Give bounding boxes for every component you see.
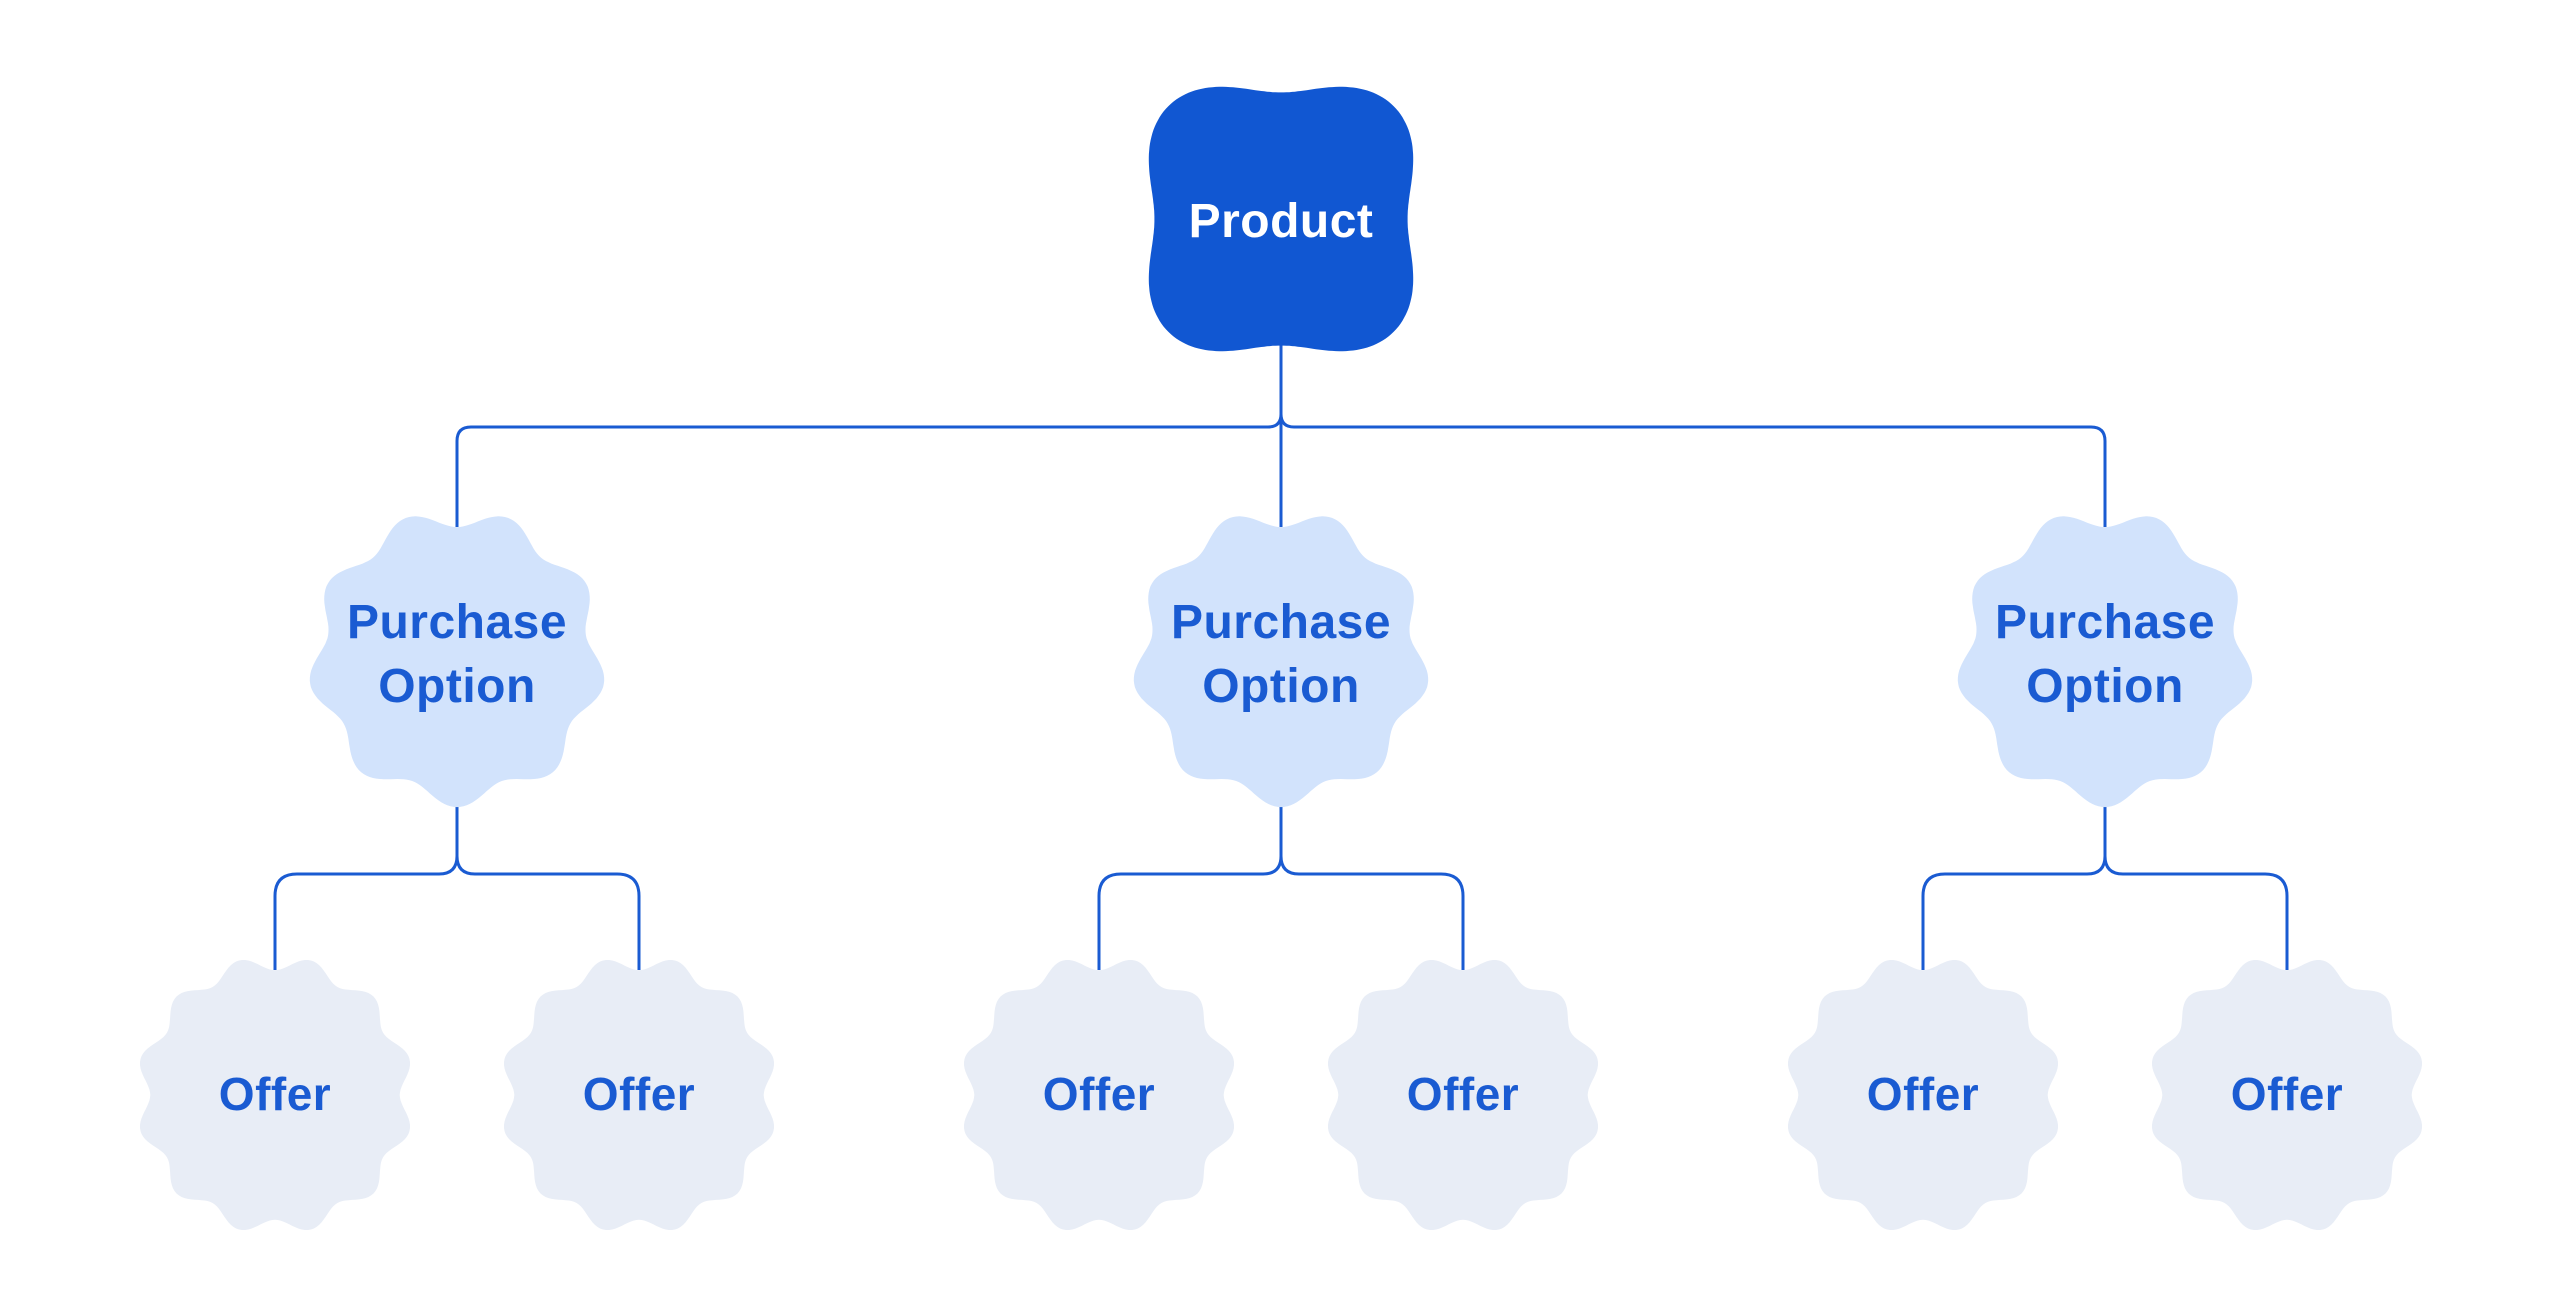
product-node-shape: [1148, 86, 1414, 352]
purchase-option-1-shape: [309, 516, 605, 808]
offer-node-1: Offer: [140, 960, 410, 1230]
offer-4-label: Offer: [1407, 1068, 1519, 1120]
purchase-option-3-label-line-1: Purchase: [1995, 596, 2215, 649]
purchase-option-node-3: Purchase Option: [1957, 516, 2253, 808]
purchase-option-2-shape: [1133, 516, 1429, 808]
purchase-option-2-label-line-2: Option: [1202, 660, 1360, 713]
purchase-option-1-connector-right-branch: [455, 855, 641, 970]
offer-3-label: Offer: [1043, 1068, 1155, 1120]
offer-6-label: Offer: [2231, 1068, 2343, 1120]
purchase-option-1-label-line-1: Purchase: [347, 596, 567, 649]
offer-node-2: Offer: [504, 960, 774, 1230]
purchase-option-node-2: Purchase Option: [1133, 516, 1429, 808]
offer-3-shape: [964, 960, 1234, 1230]
offer-node-3: Offer: [964, 960, 1234, 1230]
connector-root-to-purchase-options: [455, 345, 2107, 527]
purchase-option-3-label-line-2: Option: [2026, 660, 2184, 713]
purchase-option-1-connector-left-branch: [273, 855, 459, 970]
root-connector-left-branch: [455, 413, 1283, 527]
connector-purchase-option-3-to-offers: [1921, 807, 2289, 970]
product-node: Product: [1148, 86, 1414, 352]
offer-node-6: Offer: [2152, 960, 2422, 1230]
connector-purchase-option-2-to-offers: [1097, 807, 1465, 970]
purchase-option-1-label-line-2: Option: [378, 660, 536, 713]
purchase-option-3-shape: [1957, 516, 2253, 808]
offer-2-shape: [504, 960, 774, 1230]
purchase-option-2-connector-right-branch: [1279, 855, 1465, 970]
purchase-option-node-1: Purchase Option: [309, 516, 605, 808]
offer-1-label: Offer: [219, 1068, 331, 1120]
offer-5-label: Offer: [1867, 1068, 1979, 1120]
purchase-option-2-label-line-1: Purchase: [1171, 596, 1391, 649]
purchase-option-3-connector-left-branch: [1921, 855, 2107, 970]
offer-5-shape: [1788, 960, 2058, 1230]
purchase-option-2-connector-left-branch: [1097, 855, 1283, 970]
offer-6-shape: [2152, 960, 2422, 1230]
root-connector-right-branch: [1279, 413, 2107, 527]
offer-1-shape: [140, 960, 410, 1230]
purchase-option-3-connector-right-branch: [2103, 855, 2289, 970]
offer-2-label: Offer: [583, 1068, 695, 1120]
product-node-label: Product: [1189, 195, 1374, 248]
offer-4-shape: [1328, 960, 1598, 1230]
connector-purchase-option-1-to-offers: [273, 807, 641, 970]
offer-node-5: Offer: [1788, 960, 2058, 1230]
offer-node-4: Offer: [1328, 960, 1598, 1230]
